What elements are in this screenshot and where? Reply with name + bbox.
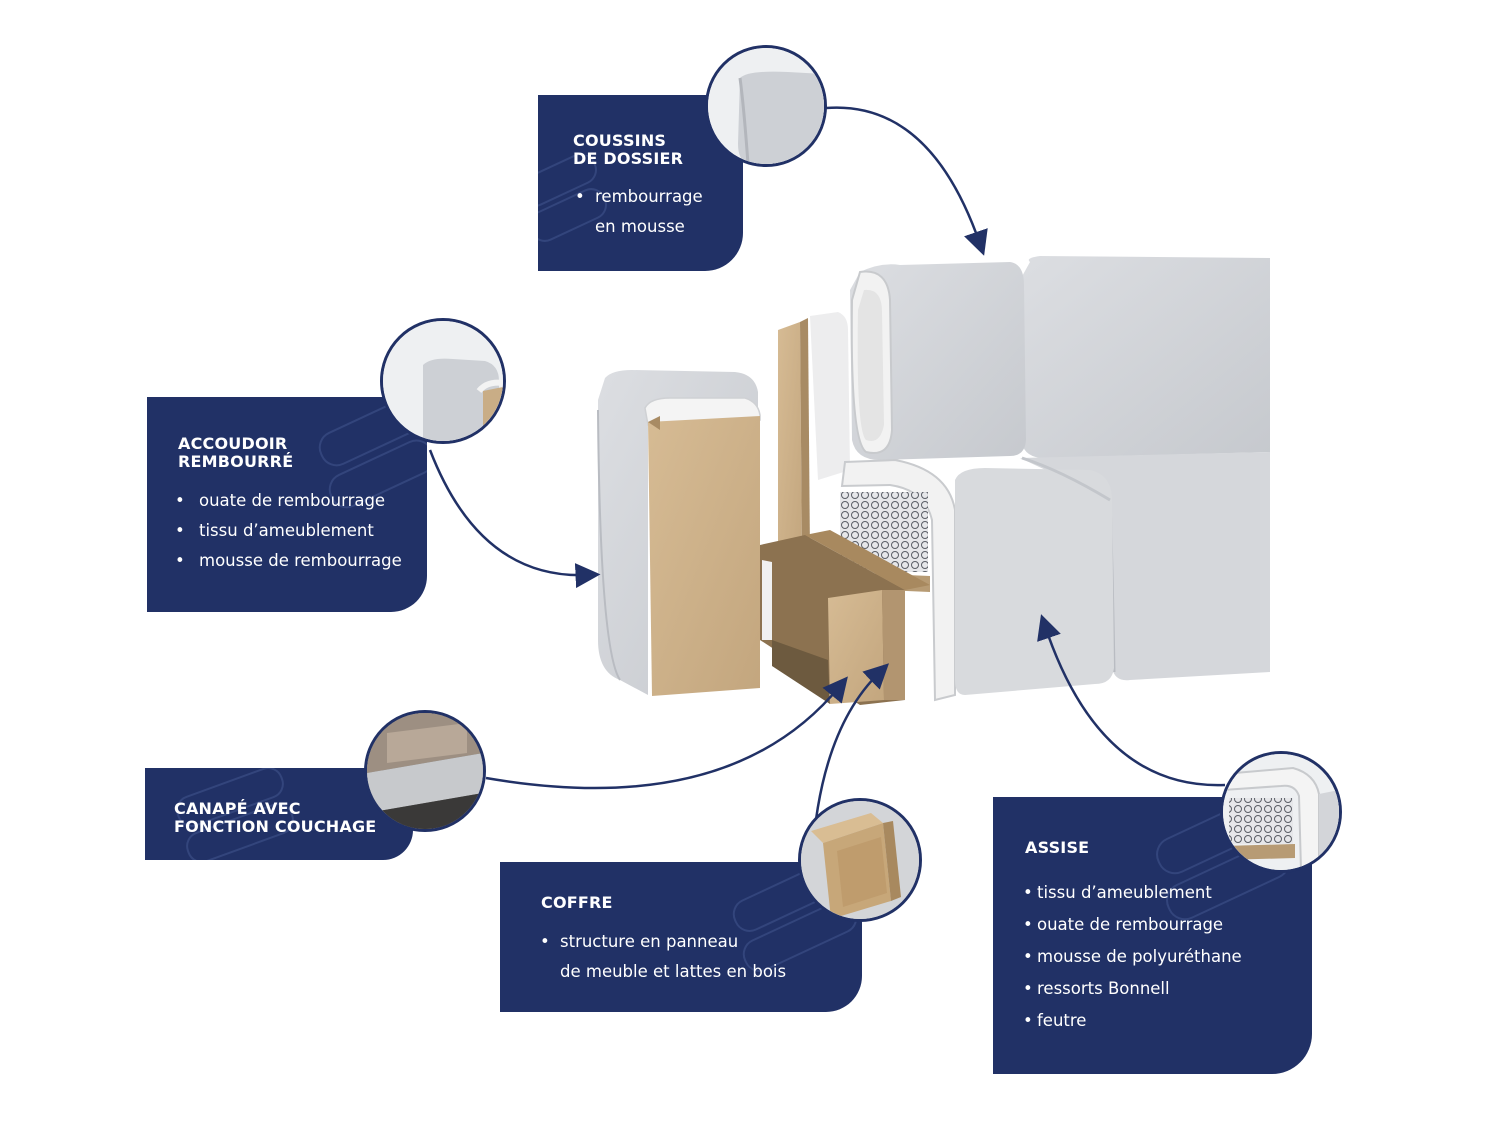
list-item: ouate de rembourrage (173, 486, 402, 516)
sofa-right-back-cushion (1020, 256, 1270, 458)
callout-title: FONCTION COUCHAGE (174, 817, 377, 836)
arrow-assise (1037, 614, 1226, 787)
callout-title: ACCOUDOIR (178, 434, 288, 453)
armrest-wood-core (648, 416, 760, 696)
list-item: de meuble et lattes en bois (560, 962, 787, 981)
detail-bubble-sleeping-function (364, 710, 486, 832)
storage-box-detail (801, 801, 919, 919)
detail-bubble-armrest (380, 318, 506, 444)
list-item: feutre (1021, 1005, 1242, 1037)
sofa-left-seat (955, 468, 1114, 695)
detail-bubble-back-cushion (705, 45, 827, 167)
callout-title: REMBOURRÉ (178, 452, 294, 471)
seat-layers-detail (1223, 754, 1339, 870)
armrest-detail (383, 321, 503, 441)
sleeping-function-detail (367, 713, 483, 829)
detail-bubble-seat (1220, 751, 1342, 873)
sofa (597, 256, 1270, 705)
callout-coffre: COFFRE structure en panneau de meuble et… (500, 862, 862, 1012)
seat-foam-layer (840, 458, 956, 702)
callout-title: CANAPÉ AVEC (174, 799, 301, 818)
list-item: ressorts Bonnell (1021, 973, 1242, 1005)
list-item: en mousse (595, 217, 685, 236)
arrow-canape (485, 676, 848, 790)
back-frame-board (778, 322, 802, 568)
list-item: mousse de polyuréthane (1021, 941, 1242, 973)
arrow-coussins (825, 106, 988, 256)
arrow-accoudoir (428, 449, 601, 589)
callout-title: DE DOSSIER (573, 149, 684, 168)
callout-title: COFFRE (541, 893, 613, 912)
list-item: ouate de rembourrage (1021, 909, 1242, 941)
storage-box-front-panel (828, 590, 884, 704)
back-cushion-detail (708, 48, 824, 164)
sofa-right-seat (1020, 452, 1270, 681)
sofa-left-back-cushion (850, 262, 1026, 460)
armrest-fabric (598, 370, 758, 695)
detail-bubble-storage-box (798, 798, 922, 922)
callout-title: COUSSINS (573, 131, 667, 150)
list-item: structure en panneau (538, 927, 786, 957)
list-item: tissu d’ameublement (1021, 877, 1242, 909)
list-item: mousse de rembourrage (173, 546, 402, 576)
callout-title: ASSISE (1025, 838, 1090, 857)
list-item: rembourrage (573, 182, 703, 212)
list-item: tissu d’ameublement (173, 516, 402, 546)
